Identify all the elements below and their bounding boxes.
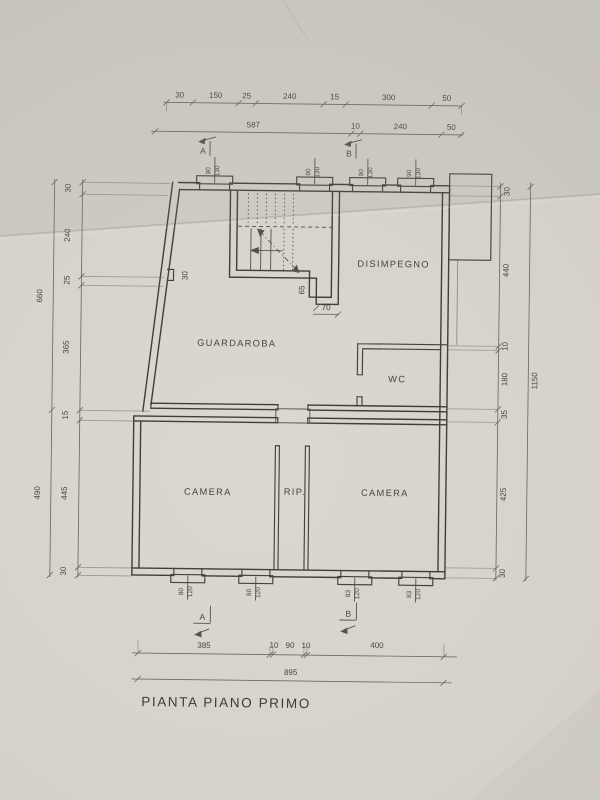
room-labels: DISIMPEGNO GUARDAROBA WC CAMERA RIP. CAM…: [180, 259, 430, 499]
dim-label: 15: [61, 410, 70, 420]
room-label-camera-left: CAMERA: [184, 487, 232, 498]
dim-label: 30: [498, 568, 507, 578]
room-label-rip: RIP.: [284, 487, 306, 497]
stair-width-dim: 70: [322, 303, 332, 312]
balcony-outline: [448, 173, 493, 261]
paper-fold-shadow: [0, 0, 600, 236]
dim-label: 50: [442, 94, 452, 103]
corner-shade: [470, 690, 600, 800]
dim-label: 440: [502, 263, 511, 277]
dim-label: 25: [62, 275, 71, 285]
window-dim: 120: [187, 586, 194, 597]
section-marker-a-bottom: A: [193, 605, 211, 638]
room-label-camera-right: CAMERA: [361, 488, 409, 499]
paper-fold-crease: [0, 193, 600, 237]
dim-label: 10: [351, 122, 361, 131]
dim-label: 35: [500, 409, 509, 419]
dim-label: 10: [301, 641, 311, 650]
dim-label: 30: [59, 566, 68, 576]
room-label-wc: WC: [388, 374, 406, 384]
dim-label: 587: [247, 120, 261, 129]
dim-label: 90: [285, 641, 295, 650]
bottom-windows: 80 120 80 120 83 120 83 120: [170, 573, 434, 603]
staircase: 65 70: [228, 189, 342, 318]
stair-depth-dim: 65: [297, 285, 306, 295]
dim-label: 425: [499, 487, 508, 501]
dim-label: 300: [382, 93, 396, 102]
dim-label: 150: [209, 91, 223, 100]
dim-label: 1150: [530, 372, 539, 390]
window-dim: 90: [358, 169, 365, 177]
left-wall-notch: [166, 268, 175, 282]
interior-walls: [133, 343, 448, 571]
window-dim: 130: [214, 165, 221, 176]
exterior-walls: [131, 173, 493, 580]
dim-label: 240: [63, 228, 72, 242]
window-dim: 120: [255, 587, 262, 598]
window-dim: 120: [354, 588, 361, 599]
dim-label: 25: [242, 91, 252, 100]
section-markers: A B A B: [193, 136, 363, 638]
dim-label: 490: [33, 486, 42, 500]
dim-label: 10: [501, 341, 510, 351]
dim-label: 240: [394, 122, 408, 131]
room-label-guardaroba: GUARDAROBA: [197, 338, 276, 349]
svg-text:B: B: [345, 609, 351, 619]
dim-bottom: 385 10 90 10 400 895: [131, 640, 457, 687]
window-dim: 80: [178, 588, 185, 596]
dim-left: 30 240 25 365 15 445 30 660 490: [33, 178, 170, 579]
dim-label: 15: [330, 92, 340, 101]
wall-notch-dim: 30: [180, 271, 189, 281]
window-dim: 120: [415, 589, 422, 600]
section-marker-b-top: B: [344, 139, 363, 159]
svg-text:A: A: [199, 612, 205, 622]
dim-label: 660: [35, 289, 44, 303]
dim-label: 400: [370, 641, 384, 650]
dim-right: 30 440 10 180 35 425 30 1150: [445, 182, 539, 583]
window-dim: 130: [367, 167, 374, 178]
dim-label: 50: [447, 123, 457, 132]
dim-top: 30 150 25 240 15 300 50 587 10 240 50: [151, 90, 465, 139]
window-dim: 83: [406, 590, 413, 598]
dim-label: 365: [62, 340, 71, 354]
dim-label: 240: [283, 92, 297, 101]
window-dim: 80: [246, 588, 253, 596]
window-dim: 90: [205, 167, 212, 175]
window-dim: 130: [415, 168, 422, 179]
dim-label: 10: [269, 641, 279, 650]
door-threshold: [275, 408, 311, 424]
dim-label: 30: [64, 183, 73, 193]
window-dim: 90: [406, 169, 413, 177]
dim-label: 30: [175, 90, 185, 99]
drawing-title: PIANTA PIANO PRIMO: [141, 694, 311, 711]
dim-label: 895: [284, 668, 298, 677]
svg-text:B: B: [346, 149, 352, 159]
svg-text:A: A: [200, 146, 206, 156]
window-dim: 130: [314, 166, 321, 177]
window-dim: 90: [305, 168, 312, 176]
wc-door-jamb: [356, 396, 363, 407]
dim-label: 385: [197, 641, 211, 650]
dim-label: 445: [60, 486, 69, 500]
section-marker-a-top: A: [198, 136, 217, 156]
paper-crease-top-right: [282, 0, 310, 43]
dim-label: 180: [500, 372, 509, 386]
top-windows: 90 130 90 130 90 130 90 130: [196, 156, 435, 188]
room-label-disimpegno: DISIMPEGNO: [357, 259, 430, 270]
dim-label: 30: [503, 186, 512, 196]
section-marker-b-bottom: B: [339, 602, 357, 635]
window-dim: 83: [345, 590, 352, 598]
